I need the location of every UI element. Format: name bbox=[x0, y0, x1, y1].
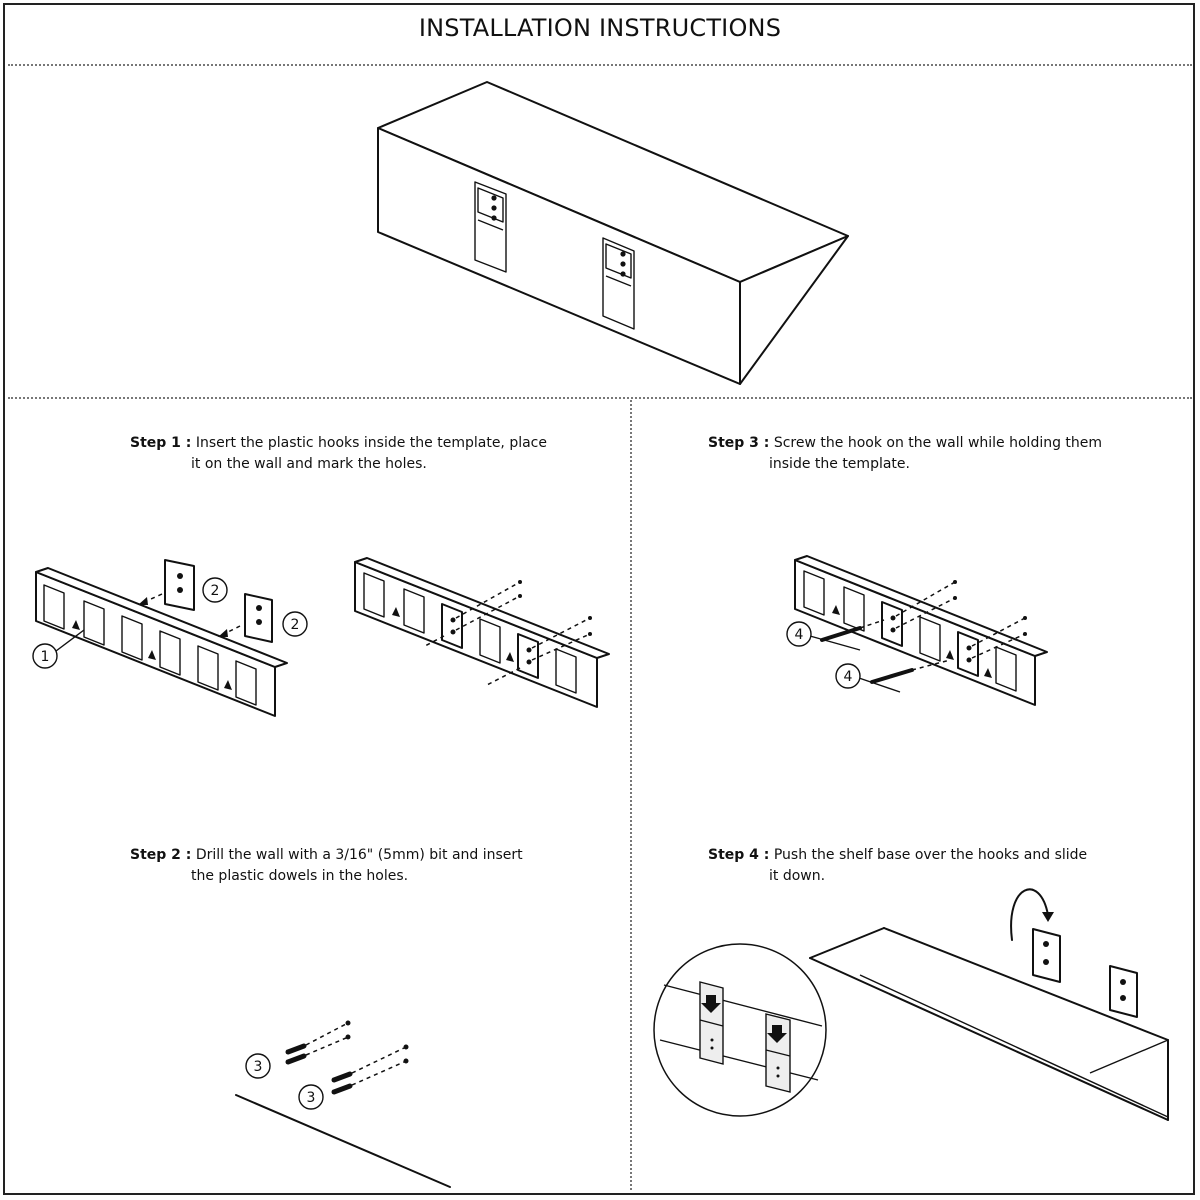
divider-vertical bbox=[630, 400, 632, 1190]
screws bbox=[820, 619, 951, 684]
step-1-text-line1: Insert the plastic hooks inside the temp… bbox=[195, 435, 547, 451]
page-title: INSTALLATION INSTRUCTIONS bbox=[418, 14, 782, 42]
callout-dowel-upper: 3 bbox=[245, 1053, 271, 1079]
step-2-text-line2: the plastic dowels in the holes. bbox=[191, 868, 409, 884]
step-4-text-line2: it down. bbox=[769, 868, 826, 884]
step-1-template-illustration bbox=[35, 567, 288, 717]
step-2-dowels-illustration bbox=[235, 1020, 451, 1188]
callout-screw-upper: 4 bbox=[786, 621, 861, 651]
hook-piece-upper bbox=[164, 559, 195, 611]
step-1-label: Step 1 : bbox=[130, 435, 192, 451]
step-4-shelf-illustration bbox=[809, 888, 1169, 1121]
insert-arrows bbox=[138, 593, 241, 637]
step-2-caption: Step 2 : Drill the wall with a 3/16" (5m… bbox=[130, 845, 523, 887]
shelf-bracket-right bbox=[602, 237, 635, 330]
callout-screw-lower: 4 bbox=[835, 663, 901, 693]
step-3-text-line1: Screw the hook on the wall while holding… bbox=[773, 435, 1103, 451]
step-3-caption: Step 3 : Screw the hook on the wall whil… bbox=[708, 433, 1102, 475]
divider-middle bbox=[8, 397, 1192, 399]
shelf-bracket-left bbox=[474, 181, 507, 273]
template-windows bbox=[43, 584, 257, 706]
callout-dowel-upper-number: 3 bbox=[254, 1059, 263, 1075]
step-4-text-line1: Push the shelf base over the hooks and s… bbox=[773, 847, 1088, 863]
callout-template-number: 1 bbox=[41, 649, 50, 665]
callout-dowel-lower: 3 bbox=[298, 1084, 324, 1110]
step-2-text-line1: Drill the wall with a 3/16" (5mm) bit an… bbox=[195, 847, 523, 863]
step-1-marked-template-illustration bbox=[354, 557, 610, 708]
callout-hook-upper: 2 bbox=[202, 577, 228, 603]
step-4-caption: Step 4 : Push the shelf base over the ho… bbox=[708, 845, 1087, 887]
callout-screw-lower-number: 4 bbox=[844, 669, 853, 685]
callout-hook-lower-number: 2 bbox=[291, 617, 300, 633]
callout-dowel-lower-number: 3 bbox=[307, 1090, 316, 1106]
divider-top bbox=[8, 64, 1192, 66]
hook-piece-lower bbox=[244, 593, 273, 643]
callout-hook-upper-number: 2 bbox=[211, 583, 220, 599]
step-3-label: Step 3 : bbox=[708, 435, 770, 451]
step-1-caption: Step 1 : Insert the plastic hooks inside… bbox=[130, 433, 547, 475]
step-2-label: Step 2 : bbox=[130, 847, 192, 863]
callout-template: 1 bbox=[32, 629, 85, 669]
step-3-template-illustration bbox=[794, 555, 1048, 706]
step-1-text-line2: it on the wall and mark the holes. bbox=[191, 456, 427, 472]
callout-hook-lower: 2 bbox=[282, 611, 308, 637]
callout-screw-upper-number: 4 bbox=[795, 627, 804, 643]
page-frame bbox=[3, 3, 1195, 1195]
shelf-box-illustration bbox=[377, 81, 849, 385]
step-4-label: Step 4 : bbox=[708, 847, 770, 863]
detail-zoom-circle bbox=[653, 943, 827, 1117]
step-3-text-line2: inside the template. bbox=[769, 456, 910, 472]
